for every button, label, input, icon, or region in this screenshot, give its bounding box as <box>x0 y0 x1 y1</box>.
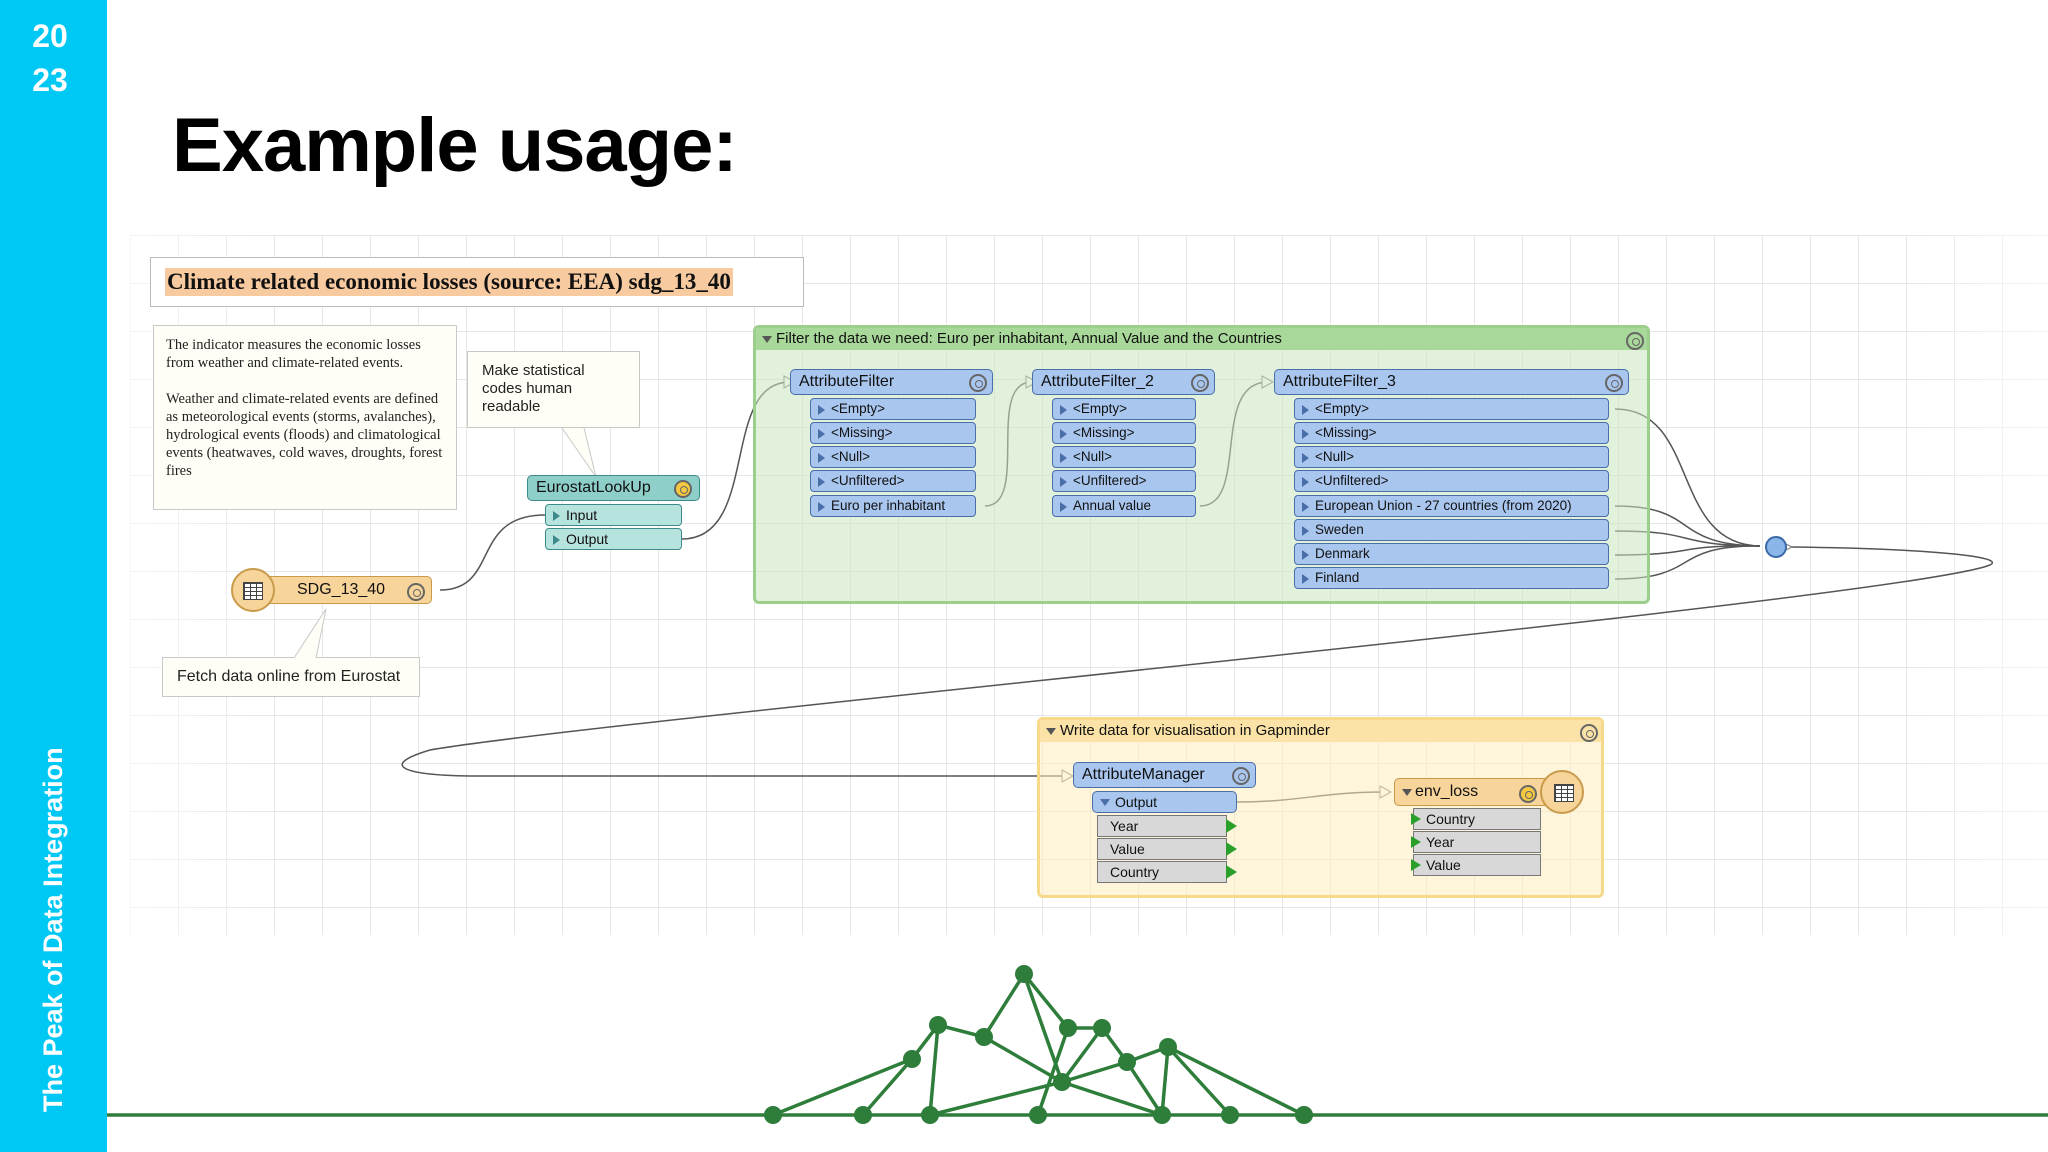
reader-icon[interactable] <box>231 568 275 612</box>
attribute-filter-3[interactable]: AttributeFilter_3 <box>1274 369 1629 395</box>
output-arrow-icon <box>1226 865 1237 879</box>
filter1-port[interactable]: <Empty> <box>810 398 976 420</box>
writer-node[interactable]: env_loss <box>1394 778 1554 806</box>
fetch-note-text: Fetch data online from Eurostat <box>177 668 401 685</box>
description-paragraph-2: Weather and climate-related events are d… <box>166 391 443 479</box>
manager-output-port[interactable]: Output <box>1092 791 1237 813</box>
header-annotation[interactable]: Climate related economic losses (source:… <box>150 257 804 307</box>
gear-icon[interactable] <box>1626 332 1644 350</box>
junction-node[interactable] <box>1765 536 1787 558</box>
filter3-port[interactable]: Sweden <box>1294 519 1609 541</box>
table-icon <box>243 582 263 600</box>
attribute-filter-1[interactable]: AttributeFilter <box>790 369 993 395</box>
write-bookmark-title-bar: Write data for visualisation in Gapminde… <box>1040 720 1601 742</box>
input-arrow-icon <box>1411 859 1421 871</box>
writer-attribute[interactable]: Value <box>1413 854 1541 876</box>
gear-icon[interactable] <box>674 480 692 498</box>
writer-icon[interactable] <box>1540 770 1584 814</box>
filter-bookmark-title: Filter the data we need: Euro per inhabi… <box>776 330 1282 347</box>
output-arrow-icon <box>1226 842 1237 856</box>
lookup-port-output[interactable]: Output <box>545 528 682 550</box>
description-note[interactable]: The indicator measures the economic loss… <box>153 325 457 510</box>
filter3-port[interactable]: <Missing> <box>1294 422 1609 444</box>
reader-name: SDG_13_40 <box>297 581 386 598</box>
lookup-note-text: Make statistical codes human readable <box>482 362 585 415</box>
writer-name: env_loss <box>1415 783 1479 800</box>
filter3-port[interactable]: Denmark <box>1294 543 1609 565</box>
manager-attribute[interactable]: Year <box>1097 815 1227 837</box>
filter2-port[interactable]: <Unfiltered> <box>1052 470 1196 492</box>
filter1-name: AttributeFilter <box>799 373 895 390</box>
input-arrow-icon <box>1411 836 1421 848</box>
lookup-name: EurostatLookUp <box>536 479 651 496</box>
filter3-port[interactable]: <Null> <box>1294 446 1609 468</box>
filter-bookmark-title-bar: Filter the data we need: Euro per inhabi… <box>756 328 1647 350</box>
filter3-port[interactable]: Finland <box>1294 567 1609 589</box>
year-bottom: 23 <box>32 62 68 98</box>
lookup-port-input[interactable]: Input <box>545 504 682 526</box>
attribute-filter-2[interactable]: AttributeFilter_2 <box>1032 369 1215 395</box>
filter3-port[interactable]: European Union - 27 countries (from 2020… <box>1294 495 1609 517</box>
fetch-note[interactable]: Fetch data online from Eurostat <box>162 657 420 697</box>
year-label: 20 23 <box>0 14 100 102</box>
gear-icon[interactable] <box>1191 374 1209 392</box>
description-paragraph-1: The indicator measures the economic loss… <box>166 337 421 371</box>
filter2-port[interactable]: Annual value <box>1052 495 1196 517</box>
gear-icon[interactable] <box>969 374 987 392</box>
gear-icon[interactable] <box>1232 767 1250 785</box>
collapse-icon[interactable] <box>762 336 772 343</box>
gear-icon[interactable] <box>1605 374 1623 392</box>
collapse-icon[interactable] <box>1046 728 1056 735</box>
manager-attribute[interactable]: Value <box>1097 838 1227 860</box>
fetch-note-pointer <box>293 608 327 659</box>
lookup-note[interactable]: Make statistical codes human readable <box>467 351 640 428</box>
filter3-name: AttributeFilter_3 <box>1283 373 1396 390</box>
filter1-port[interactable]: Euro per inhabitant <box>810 495 976 517</box>
filter1-port[interactable]: <Missing> <box>810 422 976 444</box>
connector-junction-manager <box>401 546 1994 777</box>
gear-icon[interactable] <box>407 583 425 601</box>
attribute-manager[interactable]: AttributeManager <box>1073 762 1256 788</box>
reader-node[interactable]: SDG_13_40 <box>254 576 432 604</box>
output-arrow-icon <box>1226 819 1237 833</box>
lookup-node[interactable]: EurostatLookUp <box>527 475 700 501</box>
filter3-port[interactable]: <Unfiltered> <box>1294 470 1609 492</box>
chevron-down-icon <box>1100 799 1110 806</box>
filter1-port[interactable]: <Null> <box>810 446 976 468</box>
header-annotation-text: Climate related economic losses (source:… <box>165 268 733 296</box>
filter2-port[interactable]: <Empty> <box>1052 398 1196 420</box>
writer-attribute[interactable]: Country <box>1413 808 1541 830</box>
manager-name: AttributeManager <box>1082 766 1205 783</box>
connector-reader-lookup <box>439 514 546 591</box>
gear-icon[interactable] <box>1580 724 1598 742</box>
chevron-down-icon <box>1402 789 1412 796</box>
slide-title: Example usage: <box>172 103 738 188</box>
table-icon <box>1554 784 1574 802</box>
gear-icon[interactable] <box>1519 785 1537 803</box>
year-top: 20 <box>32 18 68 54</box>
filter2-port[interactable]: <Missing> <box>1052 422 1196 444</box>
filter1-port[interactable]: <Unfiltered> <box>810 470 976 492</box>
filter3-port[interactable]: <Empty> <box>1294 398 1609 420</box>
input-arrow-icon <box>1411 813 1421 825</box>
filter2-port[interactable]: <Null> <box>1052 446 1196 468</box>
write-bookmark-title: Write data for visualisation in Gapminde… <box>1060 722 1330 739</box>
filter2-name: AttributeFilter_2 <box>1041 373 1154 390</box>
sidebar: 20 23 The Peak of Data Integration <box>0 0 107 1152</box>
